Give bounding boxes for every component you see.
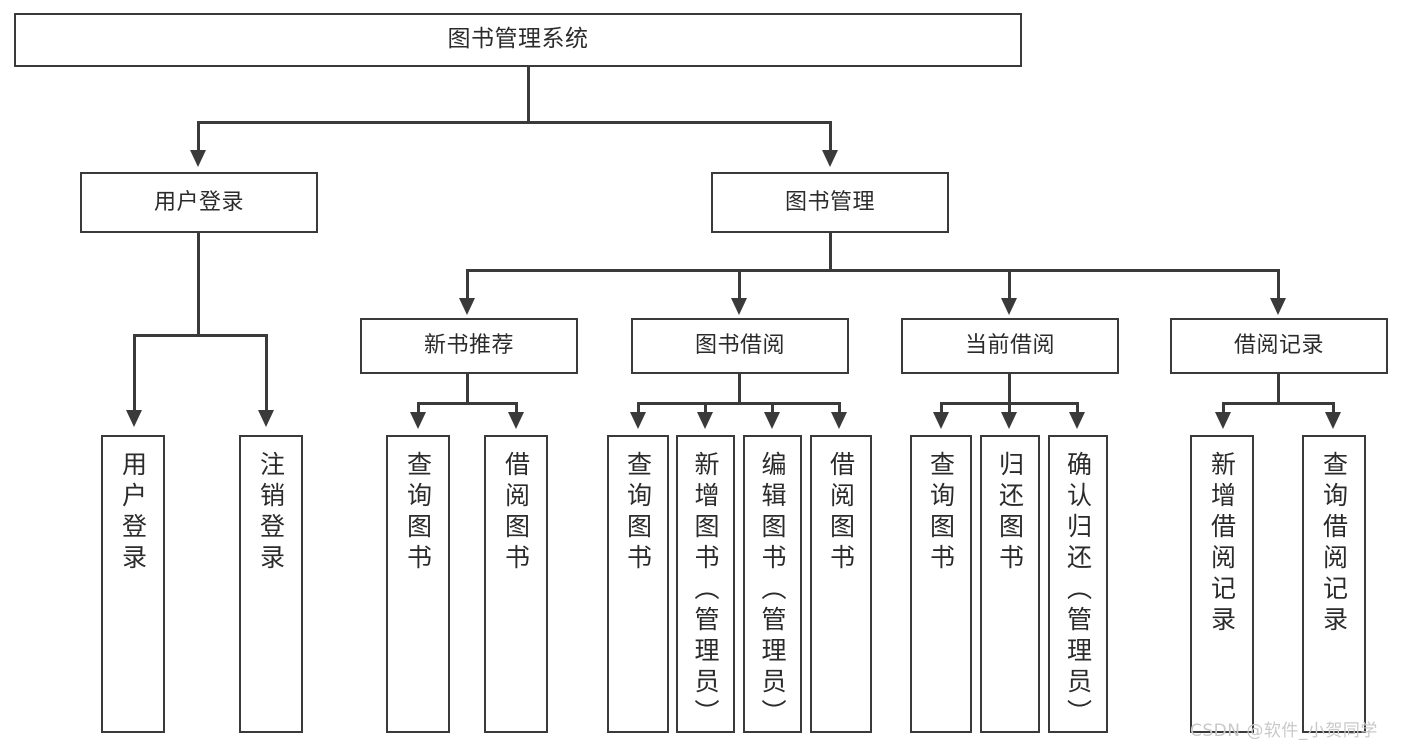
node-book-management[interactable]: 图书管理 xyxy=(711,172,949,233)
leaf-bookborrow-edit-book[interactable]: 编辑图书（管理员） xyxy=(743,435,802,733)
node-label: 归还图书 xyxy=(995,451,1025,575)
node-label: 当前借阅 xyxy=(964,333,1055,359)
connector-bb-leaf1 xyxy=(637,402,640,414)
arrowhead-bb-leaf2 xyxy=(697,412,713,429)
connector-bb-leaf4 xyxy=(838,402,841,414)
arrowhead-newbook-leaf1 xyxy=(410,412,426,429)
leaf-bookborrow-query-book[interactable]: 查询图书 xyxy=(607,435,669,733)
connector-root-bus xyxy=(197,121,831,124)
leaf-borrowrecord-add-record[interactable]: 新增借阅记录 xyxy=(1190,435,1254,733)
connector-borrow-record-bus xyxy=(1222,402,1334,405)
node-label: 查询图书 xyxy=(403,451,433,575)
arrowhead-new-book xyxy=(459,298,475,315)
connector-user-login-trunk xyxy=(197,233,200,336)
node-label: 查询图书 xyxy=(623,451,653,575)
node-book-borrow[interactable]: 图书借阅 xyxy=(631,318,849,374)
connector-book-borrow-bus xyxy=(637,402,840,405)
arrowhead-borrow-record xyxy=(1270,298,1286,315)
arrowhead-bb-leaf4 xyxy=(831,412,847,429)
node-borrow-record[interactable]: 借阅记录 xyxy=(1170,318,1388,374)
connector-to-current-borrow xyxy=(1008,269,1011,301)
leaf-bookborrow-add-book[interactable]: 新增图书（管理员） xyxy=(676,435,735,733)
node-current-borrow[interactable]: 当前借阅 xyxy=(901,318,1119,374)
arrowhead-user-login xyxy=(190,150,206,167)
connector-user-login-bus xyxy=(133,334,265,337)
arrowhead-leaf-user-login xyxy=(126,410,142,427)
leaf-currentborrow-query-book[interactable]: 查询图书 xyxy=(910,435,972,733)
node-user-login[interactable]: 用户登录 xyxy=(80,172,318,233)
arrowhead-cb-leaf2 xyxy=(1001,412,1017,429)
node-new-book-recommend[interactable]: 新书推荐 xyxy=(360,318,578,374)
node-label: 新书推荐 xyxy=(423,333,514,359)
connector-to-book-borrow xyxy=(738,269,741,301)
connector-br-leaf1 xyxy=(1222,402,1225,414)
arrowhead-bb-leaf1 xyxy=(630,412,646,429)
node-label: 借阅图书 xyxy=(501,451,531,575)
node-label: 查询借阅记录 xyxy=(1319,451,1349,637)
csdn-watermark: CSDN @软件_小贺同学 xyxy=(1190,721,1378,741)
node-label: 图书借阅 xyxy=(694,333,785,359)
connector-to-borrow-record xyxy=(1277,269,1280,301)
arrowhead-newbook-leaf2 xyxy=(508,412,524,429)
connector-new-book-leaf2 xyxy=(515,402,518,414)
leaf-newbook-borrow-book[interactable]: 借阅图书 xyxy=(484,435,548,733)
arrowhead-bb-leaf3 xyxy=(764,412,780,429)
arrowhead-br-leaf1 xyxy=(1215,412,1231,429)
arrowhead-leaf-logout xyxy=(258,410,274,427)
arrowhead-book-mgmt xyxy=(822,150,838,167)
leaf-newbook-query-book[interactable]: 查询图书 xyxy=(386,435,450,733)
connector-to-new-book xyxy=(466,269,469,301)
leaf-bookborrow-borrow-book[interactable]: 借阅图书 xyxy=(810,435,872,733)
connector-cb-leaf2 xyxy=(1008,402,1011,414)
connector-user-login-leaf1 xyxy=(133,334,136,412)
node-label: 编辑图书（管理员） xyxy=(758,451,787,730)
connector-new-book-trunk xyxy=(466,374,469,404)
arrowhead-br-leaf2 xyxy=(1325,412,1341,429)
connector-root-trunk xyxy=(527,67,530,123)
leaf-currentborrow-return-book[interactable]: 归还图书 xyxy=(980,435,1040,733)
connector-user-login-leaf2 xyxy=(265,334,268,412)
connector-cb-leaf1 xyxy=(940,402,943,414)
connector-root-to-user-login xyxy=(197,121,200,152)
node-label: 用户登录 xyxy=(118,451,148,575)
leaf-user-login[interactable]: 用户登录 xyxy=(101,435,165,733)
connector-book-mgmt-trunk xyxy=(829,233,832,271)
arrowhead-cb-leaf1 xyxy=(933,412,949,429)
leaf-borrowrecord-query-record[interactable]: 查询借阅记录 xyxy=(1302,435,1366,733)
node-label: 用户登录 xyxy=(153,189,244,215)
connector-br-leaf2 xyxy=(1332,402,1335,414)
node-root-system[interactable]: 图书管理系统 xyxy=(14,13,1022,67)
leaf-currentborrow-confirm-return[interactable]: 确认归还（管理员） xyxy=(1048,435,1108,733)
node-label: 查询图书 xyxy=(926,451,956,575)
node-label: 借阅图书 xyxy=(826,451,856,575)
connector-borrow-record-trunk xyxy=(1277,374,1280,404)
node-label: 借阅记录 xyxy=(1233,333,1324,359)
node-label: 新增图书（管理员） xyxy=(691,451,720,730)
connector-new-book-leaf1 xyxy=(417,402,420,414)
node-label: 图书管理 xyxy=(784,189,875,215)
connector-root-to-book-mgmt xyxy=(829,121,832,152)
arrowhead-book-borrow xyxy=(731,298,747,315)
connector-cb-leaf3 xyxy=(1076,402,1079,414)
node-label: 新增借阅记录 xyxy=(1207,451,1237,637)
connector-book-borrow-trunk xyxy=(738,374,741,404)
connector-level3-bus xyxy=(466,269,1279,272)
node-label: 注销登录 xyxy=(256,451,286,575)
connector-new-book-bus xyxy=(417,402,517,405)
arrowhead-current-borrow xyxy=(1001,298,1017,315)
connector-current-borrow-trunk xyxy=(1008,374,1011,404)
node-label: 图书管理系统 xyxy=(447,26,589,53)
arrowhead-cb-leaf3 xyxy=(1069,412,1085,429)
node-label: 确认归还（管理员） xyxy=(1063,451,1093,730)
leaf-logout[interactable]: 注销登录 xyxy=(239,435,303,733)
connector-bb-leaf2 xyxy=(704,402,707,414)
connector-bb-leaf3 xyxy=(771,402,774,414)
